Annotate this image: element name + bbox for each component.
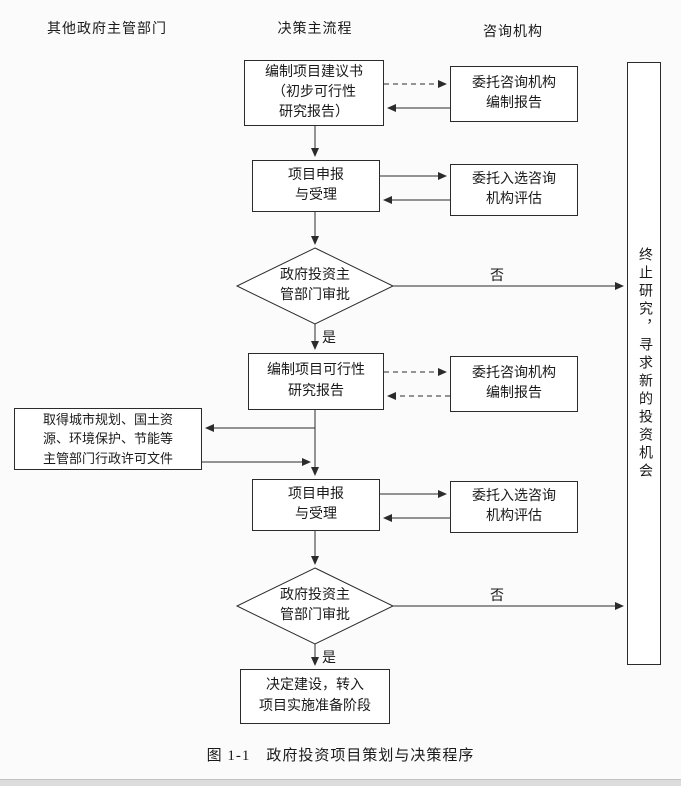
box-project-application-2: 项目申报 与受理 (252, 479, 380, 531)
box-decide-construction: 决定建设，转入 项目实施准备阶段 (240, 669, 390, 724)
column-header-consulting: 咨询机构 (483, 25, 543, 40)
figure-caption: 图 1-1 政府投资项目策划与决策程序 (206, 748, 475, 764)
box-project-application-1: 项目申报 与受理 (252, 160, 380, 212)
branch-label-no-1: 否 (490, 269, 504, 284)
column-header-main-process: 决策主流程 (277, 22, 353, 37)
branch-label-yes-2: 是 (322, 651, 336, 666)
box-feasibility-study: 编制项目可行性 研究报告 (248, 353, 384, 410)
box-commission-evaluation-1: 委托入选咨询 机构评估 (450, 164, 578, 216)
branch-label-no-2: 否 (490, 589, 504, 604)
box-terminate-research: 终止研究，寻求新的投资机会 (627, 62, 661, 665)
box-project-proposal: 编制项目建议书 （初步可行性 研究报告） (244, 60, 384, 126)
box-commission-evaluation-2: 委托入选咨询 机构评估 (450, 481, 578, 533)
box-administrative-permits: 取得城市规划、国土资 源、环境保护、节能等 主管部门行政许可文件 (14, 408, 202, 470)
box-commission-report-1: 委托咨询机构 编制报告 (450, 66, 578, 122)
box-commission-report-2: 委托咨询机构 编制报告 (450, 356, 578, 412)
column-header-other-departments: 其他政府主管部门 (47, 22, 167, 37)
page-edge-strip (0, 779, 681, 786)
branch-label-yes-1: 是 (322, 331, 336, 346)
diamond-government-approval-1: 政府投资主 管部门审批 (280, 267, 350, 303)
diamond-government-approval-2: 政府投资主 管部门审批 (280, 587, 350, 623)
